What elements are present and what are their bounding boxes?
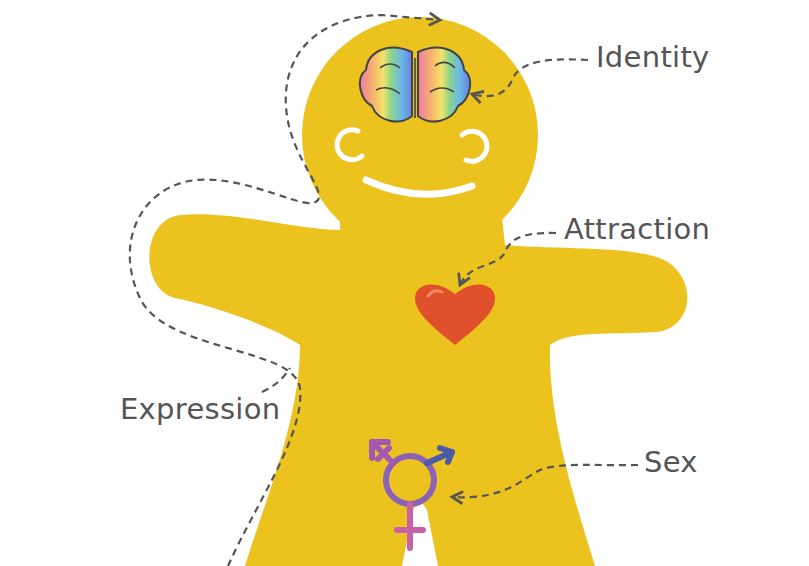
part-label: Expression — [120, 394, 280, 426]
heart-icon — [415, 284, 495, 345]
gingerbread-body — [149, 17, 687, 566]
transgender-symbol — [372, 442, 452, 548]
leader-lines — [130, 15, 638, 566]
brain-icon — [360, 48, 470, 122]
face — [337, 130, 487, 194]
part-label: Identity — [596, 42, 710, 74]
part-label: Sex — [644, 447, 698, 479]
part-label: Attraction — [564, 214, 710, 246]
